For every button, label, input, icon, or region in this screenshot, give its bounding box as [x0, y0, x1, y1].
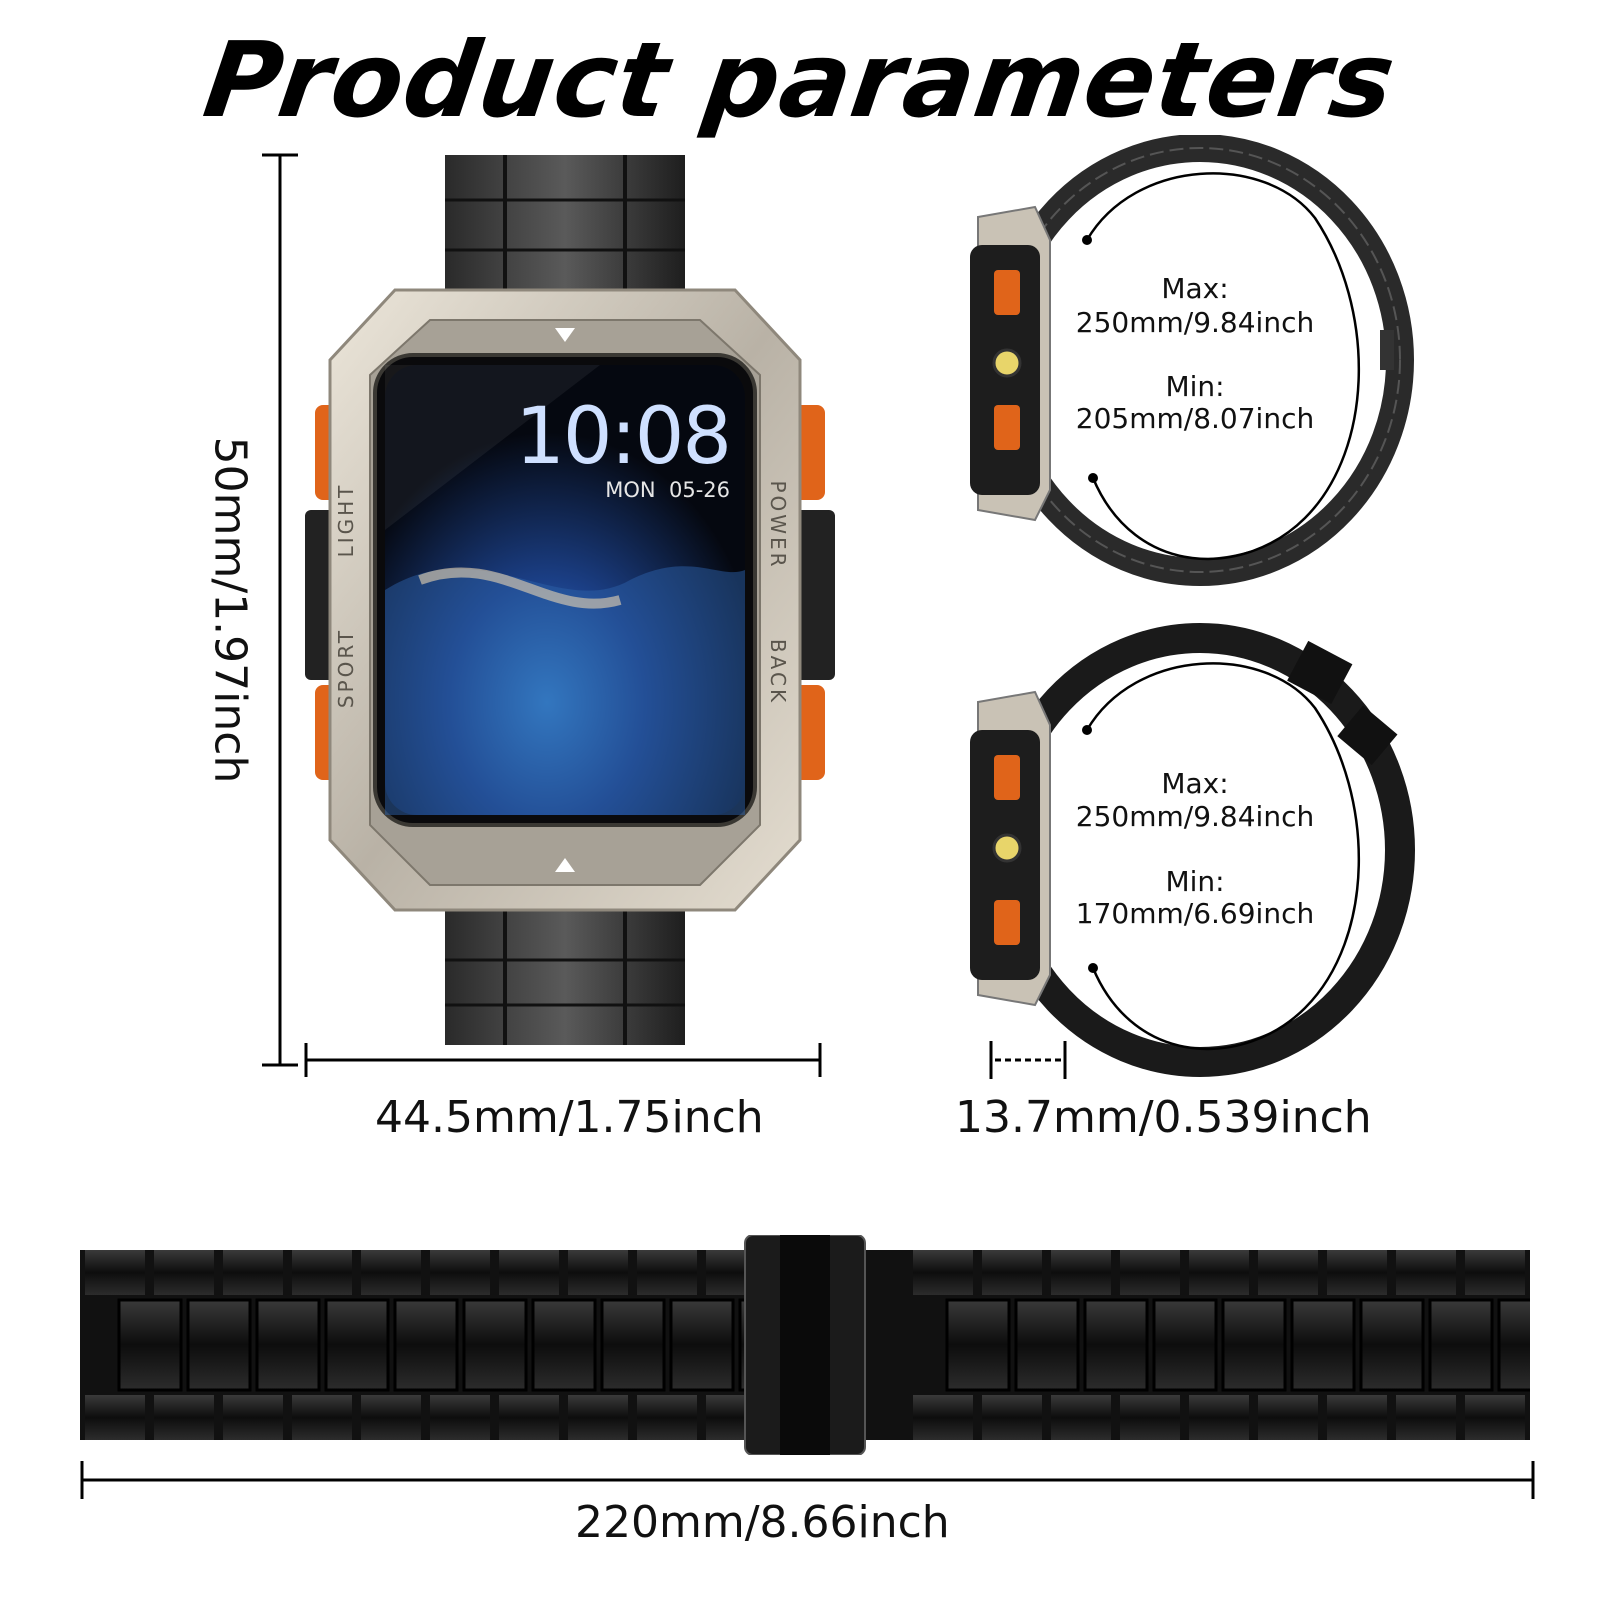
bezel-label-back: BACK [766, 638, 790, 706]
strap-link-outer [982, 1250, 1042, 1295]
side-view-steel-band [970, 135, 1414, 586]
silicone-band-max-label: Max: [1161, 767, 1229, 800]
strap-link-center [1359, 1298, 1425, 1392]
strap-link-outer [430, 1395, 490, 1440]
silicone-band-min-label: Min: [1165, 865, 1225, 898]
strap-link-center [1152, 1298, 1218, 1392]
strap-link-center [1497, 1298, 1530, 1392]
strap-link-outer [1051, 1250, 1111, 1295]
strap-link-outer [361, 1250, 421, 1295]
strap-link-outer [1120, 1395, 1180, 1440]
strap-link-center [255, 1298, 321, 1392]
strap-link-outer [1120, 1250, 1180, 1295]
strap-link-center [1083, 1298, 1149, 1392]
strap-link-outer [1465, 1250, 1525, 1295]
strap-link-center [1221, 1298, 1287, 1392]
width-label: 44.5mm/1.75inch [375, 1092, 764, 1143]
strap-link-outer [1465, 1395, 1525, 1440]
strap-link-outer [499, 1250, 559, 1295]
strap-link-outer [1258, 1250, 1318, 1295]
silicone-band-inner-arc [1082, 662, 1361, 1051]
strap-link-outer [430, 1250, 490, 1295]
strap-link-center [324, 1298, 390, 1392]
strap-link-outer [1258, 1395, 1318, 1440]
bezel-label-light: LIGHT [334, 482, 358, 558]
bezel-label-power: POWER [766, 480, 790, 570]
strap-link-outer [499, 1395, 559, 1440]
side-view-silicone-band [970, 623, 1415, 1077]
band-top [445, 155, 685, 300]
strap-link-outer [637, 1395, 697, 1440]
strap-link-center [600, 1298, 666, 1392]
strap-link-center [669, 1298, 735, 1392]
thickness-dimension-line [989, 1041, 1067, 1079]
strap-link-outer [913, 1395, 973, 1440]
strap-link-outer [154, 1395, 214, 1440]
strap-link-center [1428, 1298, 1494, 1392]
strap-link-center [945, 1298, 1011, 1392]
thickness-label: 13.7mm/0.539inch [955, 1092, 1372, 1143]
strap-link-outer [1327, 1250, 1387, 1295]
strap-link-outer [85, 1250, 145, 1295]
strap-dimension-line [80, 1461, 1535, 1499]
strap-link-outer [154, 1250, 214, 1295]
strap-links [85, 1250, 1530, 1440]
strap-link-outer [913, 1250, 973, 1295]
strap-link-outer [1396, 1250, 1456, 1295]
strap-link-outer [1051, 1395, 1111, 1440]
strap-link-outer [1189, 1250, 1249, 1295]
strap-link-center [1290, 1298, 1356, 1392]
strap-link-center [393, 1298, 459, 1392]
strap-link-outer [361, 1395, 421, 1440]
strap-link-outer [1189, 1395, 1249, 1440]
strap-link-outer [1327, 1395, 1387, 1440]
strap-link-outer [982, 1395, 1042, 1440]
strap-link-center [1014, 1298, 1080, 1392]
width-dimension-line [304, 1043, 822, 1077]
silicone-band-max-value: 250mm/9.84inch [1075, 800, 1315, 833]
strap-link-outer [223, 1395, 283, 1440]
height-label: 50mm/1.97inch [204, 436, 256, 784]
bezel-label-sport: SPORT [334, 627, 358, 709]
screen-time: 10:08 [515, 392, 732, 482]
strap-link-outer [292, 1250, 352, 1295]
steel-band-min-value: 205mm/8.07inch [1075, 402, 1315, 435]
steel-band-max-label: Max: [1161, 272, 1229, 305]
strap-length-label: 220mm/8.66inch [575, 1497, 950, 1548]
strap-link-outer [1396, 1395, 1456, 1440]
strap-link-outer [568, 1250, 628, 1295]
strap-link-center [531, 1298, 597, 1392]
strap-link-outer [223, 1250, 283, 1295]
strap-link-center [117, 1298, 183, 1392]
strap-image [80, 1235, 1530, 1455]
strap-link-outer [85, 1395, 145, 1440]
steel-band-min-label: Min: [1165, 370, 1225, 403]
silicone-band-min-value: 170mm/6.69inch [1075, 897, 1315, 930]
watch-front-image [305, 155, 835, 1045]
page-title: Product parameters [197, 19, 1403, 141]
strap-link-center [186, 1298, 252, 1392]
strap-link-outer [292, 1395, 352, 1440]
height-dimension-line [262, 153, 298, 1067]
band-bottom [445, 910, 685, 1045]
strap-link-outer [568, 1395, 628, 1440]
steel-band-max-value: 250mm/9.84inch [1075, 306, 1315, 339]
strap-link-center [462, 1298, 528, 1392]
screen-date: MON 05-26 [605, 478, 730, 502]
strap-link-outer [637, 1250, 697, 1295]
steel-band-inner-arc [1082, 172, 1361, 561]
